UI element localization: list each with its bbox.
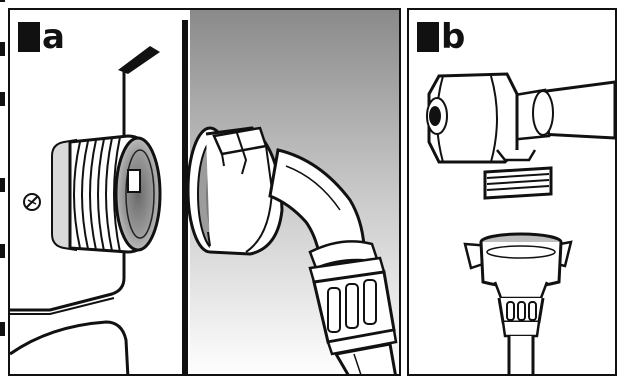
panel-b-label: b [417,20,465,54]
panel-b-letter: b [441,22,465,52]
panel-a: a [8,8,401,376]
label-block [417,22,439,52]
threaded-inlet [52,136,160,252]
edge-marks [0,0,8,376]
panel-a-letter: a [42,22,65,52]
machine-body-outline [118,46,160,74]
tap-pipe [509,82,615,140]
hose-connector [465,234,571,376]
panel-a-label: a [18,20,65,54]
label-block [18,22,40,52]
panel-a-illustration [10,10,399,376]
screw-icon [24,194,40,210]
panel-b: b [407,8,617,376]
hose-coupling [188,128,282,254]
faucet-nut [427,74,517,162]
panel-b-illustration [409,10,615,376]
